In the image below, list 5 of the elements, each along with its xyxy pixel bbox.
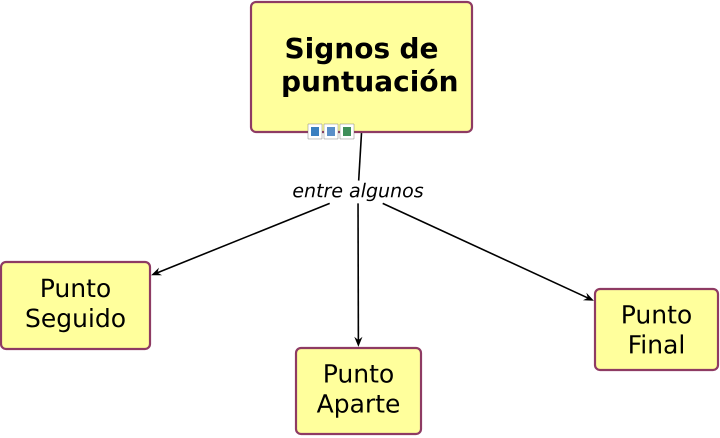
- concept-box: Punto Aparte: [294, 346, 422, 436]
- linking-phrase: entre algunos: [290, 180, 426, 204]
- concept-box: Punto Final: [594, 288, 720, 372]
- concept-box: Signos de puntuación: [250, 0, 474, 134]
- concept-box: Punto Seguido: [0, 260, 152, 350]
